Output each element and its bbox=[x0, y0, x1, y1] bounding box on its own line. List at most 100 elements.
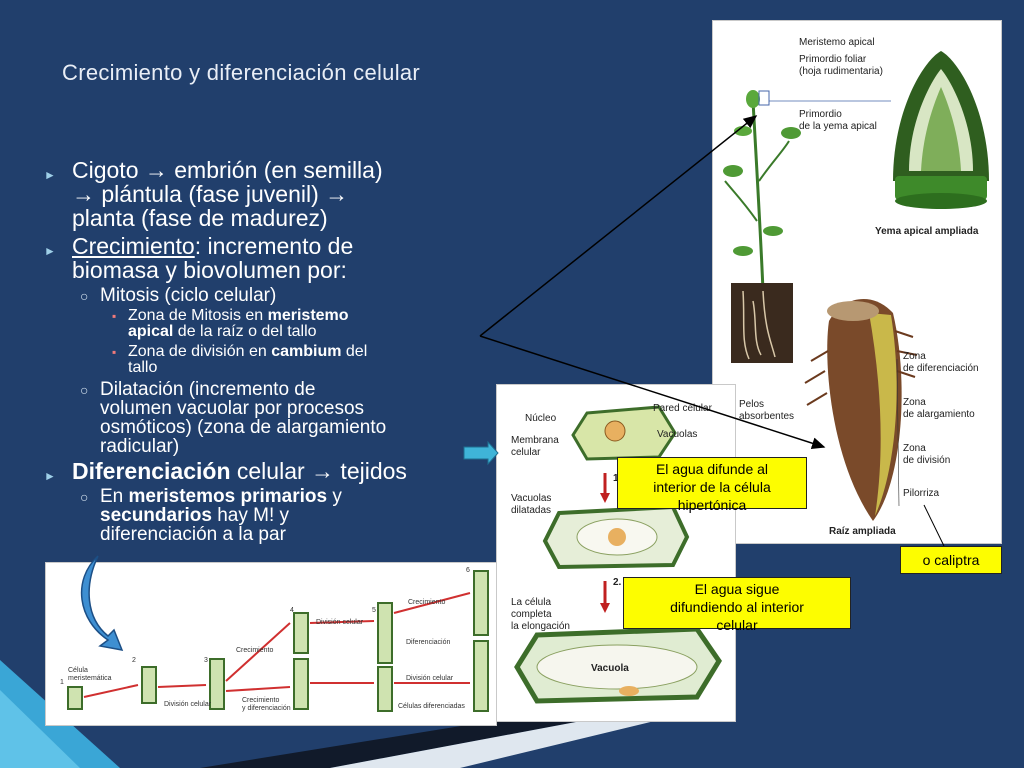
bullet-text: planta (fase de madurez) bbox=[72, 205, 328, 231]
sub-bullet-marker: ○ bbox=[80, 382, 89, 398]
bullet-text: de la raíz o del tallo bbox=[173, 323, 317, 340]
bullet-text: hay M! y bbox=[211, 505, 290, 526]
caption-raiz: Raíz ampliada bbox=[829, 526, 896, 537]
label-celulas-diferenciadas: Células diferenciadas bbox=[398, 703, 465, 710]
bullet-marker: ► bbox=[44, 168, 56, 182]
label-zona-div-2: de división bbox=[903, 455, 951, 466]
bullet-bold: cambium bbox=[271, 343, 342, 360]
bullet-text: radicular) bbox=[100, 436, 180, 457]
bullet-text: Dilatación (incremento de bbox=[100, 379, 316, 400]
slide-title: Crecimiento y diferenciación celular bbox=[62, 60, 421, 85]
callout-caliptra: o caliptra bbox=[900, 546, 1002, 574]
label-celula-meristematica: Célula bbox=[68, 667, 88, 674]
label-nucleo: Núcleo bbox=[525, 413, 557, 424]
label-crecimiento-1: Crecimiento bbox=[236, 647, 274, 654]
bullet-text: Zona de Mitosis en bbox=[128, 307, 268, 324]
step-number-6: 6 bbox=[466, 567, 470, 574]
bullet-text: biomasa y biovolumen por: bbox=[72, 257, 347, 283]
bullet-text: celular → tejidos bbox=[230, 458, 407, 484]
label-completa: completa bbox=[511, 609, 552, 620]
bullet-text: osmóticos) (zona de alargamiento bbox=[100, 417, 387, 438]
bullet-text: tallo bbox=[128, 359, 158, 376]
label-yema-apical: de la yema apical bbox=[799, 121, 877, 132]
callout-text: celular bbox=[716, 617, 758, 633]
label-primordio-foliar: Primordio foliar bbox=[799, 54, 867, 65]
sub-bullet-marker: ○ bbox=[80, 288, 89, 304]
bullet-cigoto: ► Cigoto → embrión (en semilla) → plántu… bbox=[40, 158, 490, 230]
bullet-text: → plántula (fase juvenil) → bbox=[72, 181, 349, 207]
sub-bullet-dilatacion: ○ Dilatación (incremento de volumen vacu… bbox=[40, 380, 490, 456]
bullet-text: volumen vacuolar por procesos bbox=[100, 398, 365, 419]
sub-bullet-marker: ○ bbox=[80, 489, 89, 505]
decorative-stripes bbox=[0, 660, 700, 768]
label-meristematica: meristemática bbox=[68, 675, 112, 682]
callout-agua-sigue: El agua sigue difundiendo al interior ce… bbox=[623, 577, 851, 633]
bullet-bold: meristemos primarios bbox=[128, 486, 328, 507]
bullet-text: Cigoto → embrión (en semilla) bbox=[72, 157, 383, 183]
label-zona-alar: Zona bbox=[903, 397, 926, 408]
label-meristemo-apical: Meristemo apical bbox=[799, 37, 875, 48]
bullet-text: diferenciación a la par bbox=[100, 524, 286, 545]
sub-sub-bullet-marker: ▪ bbox=[112, 309, 117, 323]
label-hoja-rudimentaria: (hoja rudimentaria) bbox=[799, 66, 883, 77]
bullet-text: Mitosis (ciclo celular) bbox=[100, 285, 277, 306]
step-number-4: 4 bbox=[290, 607, 294, 614]
label-vacuolas-dilatadas: Vacuolas bbox=[511, 493, 552, 504]
label-vacuola: Vacuola bbox=[591, 663, 629, 674]
callout-text: El agua sigue bbox=[694, 581, 780, 597]
callout-text: interior de la célula bbox=[653, 479, 771, 495]
label-absorbentes: absorbentes bbox=[739, 411, 795, 422]
step-number-2: 2 bbox=[132, 657, 136, 664]
bullet-marker: ► bbox=[44, 469, 56, 483]
label-elongacion: la elongación bbox=[511, 621, 570, 632]
label-membrana: Membrana bbox=[511, 435, 559, 446]
bullet-text: Zona de división en bbox=[128, 343, 272, 360]
step-number-5: 5 bbox=[372, 607, 376, 614]
label-crec-dif: Crecimiento bbox=[242, 697, 280, 704]
label-crec-dif-2: y diferenciación bbox=[242, 705, 291, 712]
callout-text: El agua difunde al bbox=[655, 461, 769, 477]
step-number-3: 3 bbox=[204, 657, 208, 664]
bullet-text: y bbox=[327, 486, 342, 507]
label-celula-completa: La célula bbox=[511, 597, 552, 608]
label-pelos: Pelos bbox=[739, 399, 765, 410]
callout-text: hipertónica bbox=[677, 497, 747, 513]
label-division-2: División celular bbox=[316, 619, 364, 626]
label-primordio: Primordio bbox=[799, 109, 842, 120]
bullet-list: ► Cigoto → embrión (en semilla) → plántu… bbox=[40, 158, 490, 547]
bullet-bold: apical bbox=[128, 323, 174, 340]
label-pilorriza: Pilorriza bbox=[903, 488, 940, 499]
bullet-bold: secundarios bbox=[100, 505, 212, 526]
label-diferenciacion: Diferenciación bbox=[406, 639, 451, 646]
sub-bullet-meristemos: ○ En meristemos primarios y secundarios … bbox=[40, 487, 490, 544]
sub-sub-bullet-meristemo: ▪ Zona de Mitosis en meristemo apical de… bbox=[40, 308, 490, 340]
sub-sub-bullet-cambium: ▪ Zona de división en cambium del tallo bbox=[40, 344, 490, 376]
label-division-1: División celular bbox=[164, 701, 212, 708]
bullet-bold: Crecimiento bbox=[72, 233, 195, 259]
sub-bullet-mitosis: ○ Mitosis (ciclo celular) bbox=[40, 286, 490, 305]
label-pared-celular: Pared celular bbox=[653, 403, 712, 414]
label-zona-div: Zona bbox=[903, 443, 926, 454]
label-zona-dif: Zona bbox=[903, 351, 926, 362]
caption-yema: Yema apical ampliada bbox=[875, 226, 979, 237]
bullet-marker: ► bbox=[44, 244, 56, 258]
label-zona-dif-2: de diferenciación bbox=[903, 363, 979, 374]
bullet-text: : incremento de bbox=[194, 233, 354, 259]
bullet-text: del bbox=[341, 343, 368, 360]
callout-text: o caliptra bbox=[922, 552, 980, 568]
callout-agua-difunde: El agua difunde al interior de la célula… bbox=[617, 457, 807, 513]
cell-figure: Núcleo Pared celular Membrana celular Va… bbox=[496, 384, 736, 722]
label-celular: celular bbox=[511, 447, 541, 458]
callout-text: difundiendo al interior bbox=[670, 599, 804, 615]
bullet-text: En bbox=[100, 486, 129, 507]
bullet-bold: meristemo bbox=[267, 307, 349, 324]
label-dilatadas: dilatadas bbox=[511, 505, 552, 516]
label-vacuolas: Vacuolas bbox=[657, 429, 698, 440]
label-crecimiento-2: Crecimiento bbox=[408, 599, 446, 606]
bullet-diferenciacion: ► Diferenciación celular → tejidos bbox=[40, 459, 490, 483]
bullet-bold: Diferenciación bbox=[72, 458, 231, 484]
label-zona-alar-2: de alargamiento bbox=[903, 409, 975, 420]
differentiation-figure: Célula meristemática División celular Cr… bbox=[45, 562, 497, 726]
label-division-3: División celular bbox=[406, 675, 454, 682]
